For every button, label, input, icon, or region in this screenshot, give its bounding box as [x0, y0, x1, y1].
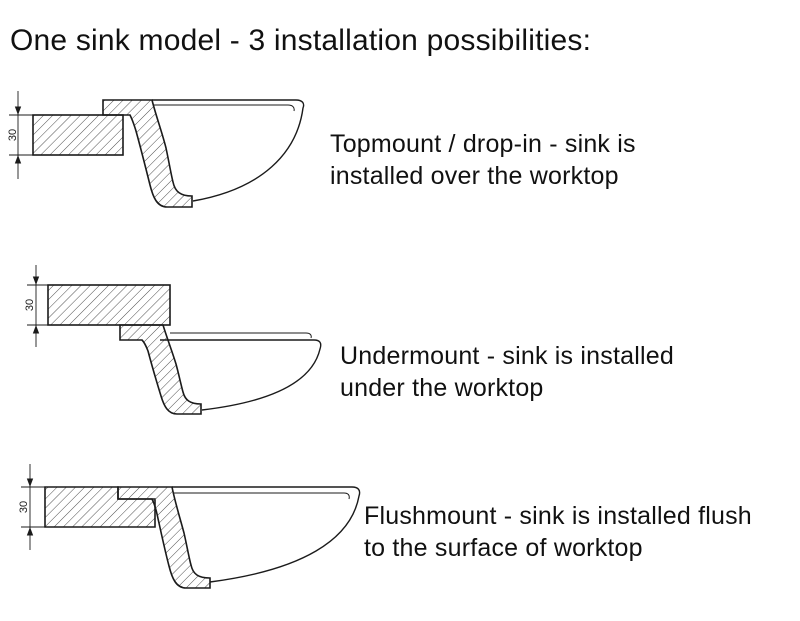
rim-inner-edge [174, 492, 350, 500]
sink-section [117, 486, 211, 589]
dim-arrow-top [32, 276, 40, 285]
rim-inner-edge [153, 104, 295, 112]
dimension-label: 30 [24, 299, 36, 311]
page-title: One sink model - 3 installation possibil… [10, 24, 592, 58]
flushmount-section-drawing: 30 [18, 464, 361, 589]
sink-section [102, 99, 193, 208]
dim-arrow-top [26, 478, 34, 487]
bowl-outline [160, 339, 322, 411]
bowl-outline [152, 99, 305, 202]
dim-arrow-top [14, 106, 22, 115]
sink-section [119, 324, 202, 415]
worktop-section [47, 284, 171, 326]
dimension-label: 30 [18, 501, 30, 513]
rim-inner-edge [170, 332, 312, 339]
dim-arrow-bottom [14, 155, 22, 164]
undermount-section-drawing: 30 [24, 265, 322, 415]
caption-undermount: Undermount - sink is installed under the… [340, 342, 674, 402]
topmount-section-drawing: 30 [7, 91, 305, 208]
caption-flushmount: Flushmount - sink is installed flush to … [364, 502, 752, 562]
dimension-label: 30 [7, 129, 19, 141]
dimension-30 [21, 464, 45, 550]
worktop-section [32, 114, 124, 156]
caption-topmount: Topmount / drop-in - sink is installed o… [330, 130, 636, 190]
dimension-30 [9, 91, 33, 179]
dimension-30 [27, 265, 48, 347]
dim-arrow-bottom [26, 527, 34, 536]
bowl-outline [172, 486, 361, 583]
dim-arrow-bottom [32, 325, 40, 334]
